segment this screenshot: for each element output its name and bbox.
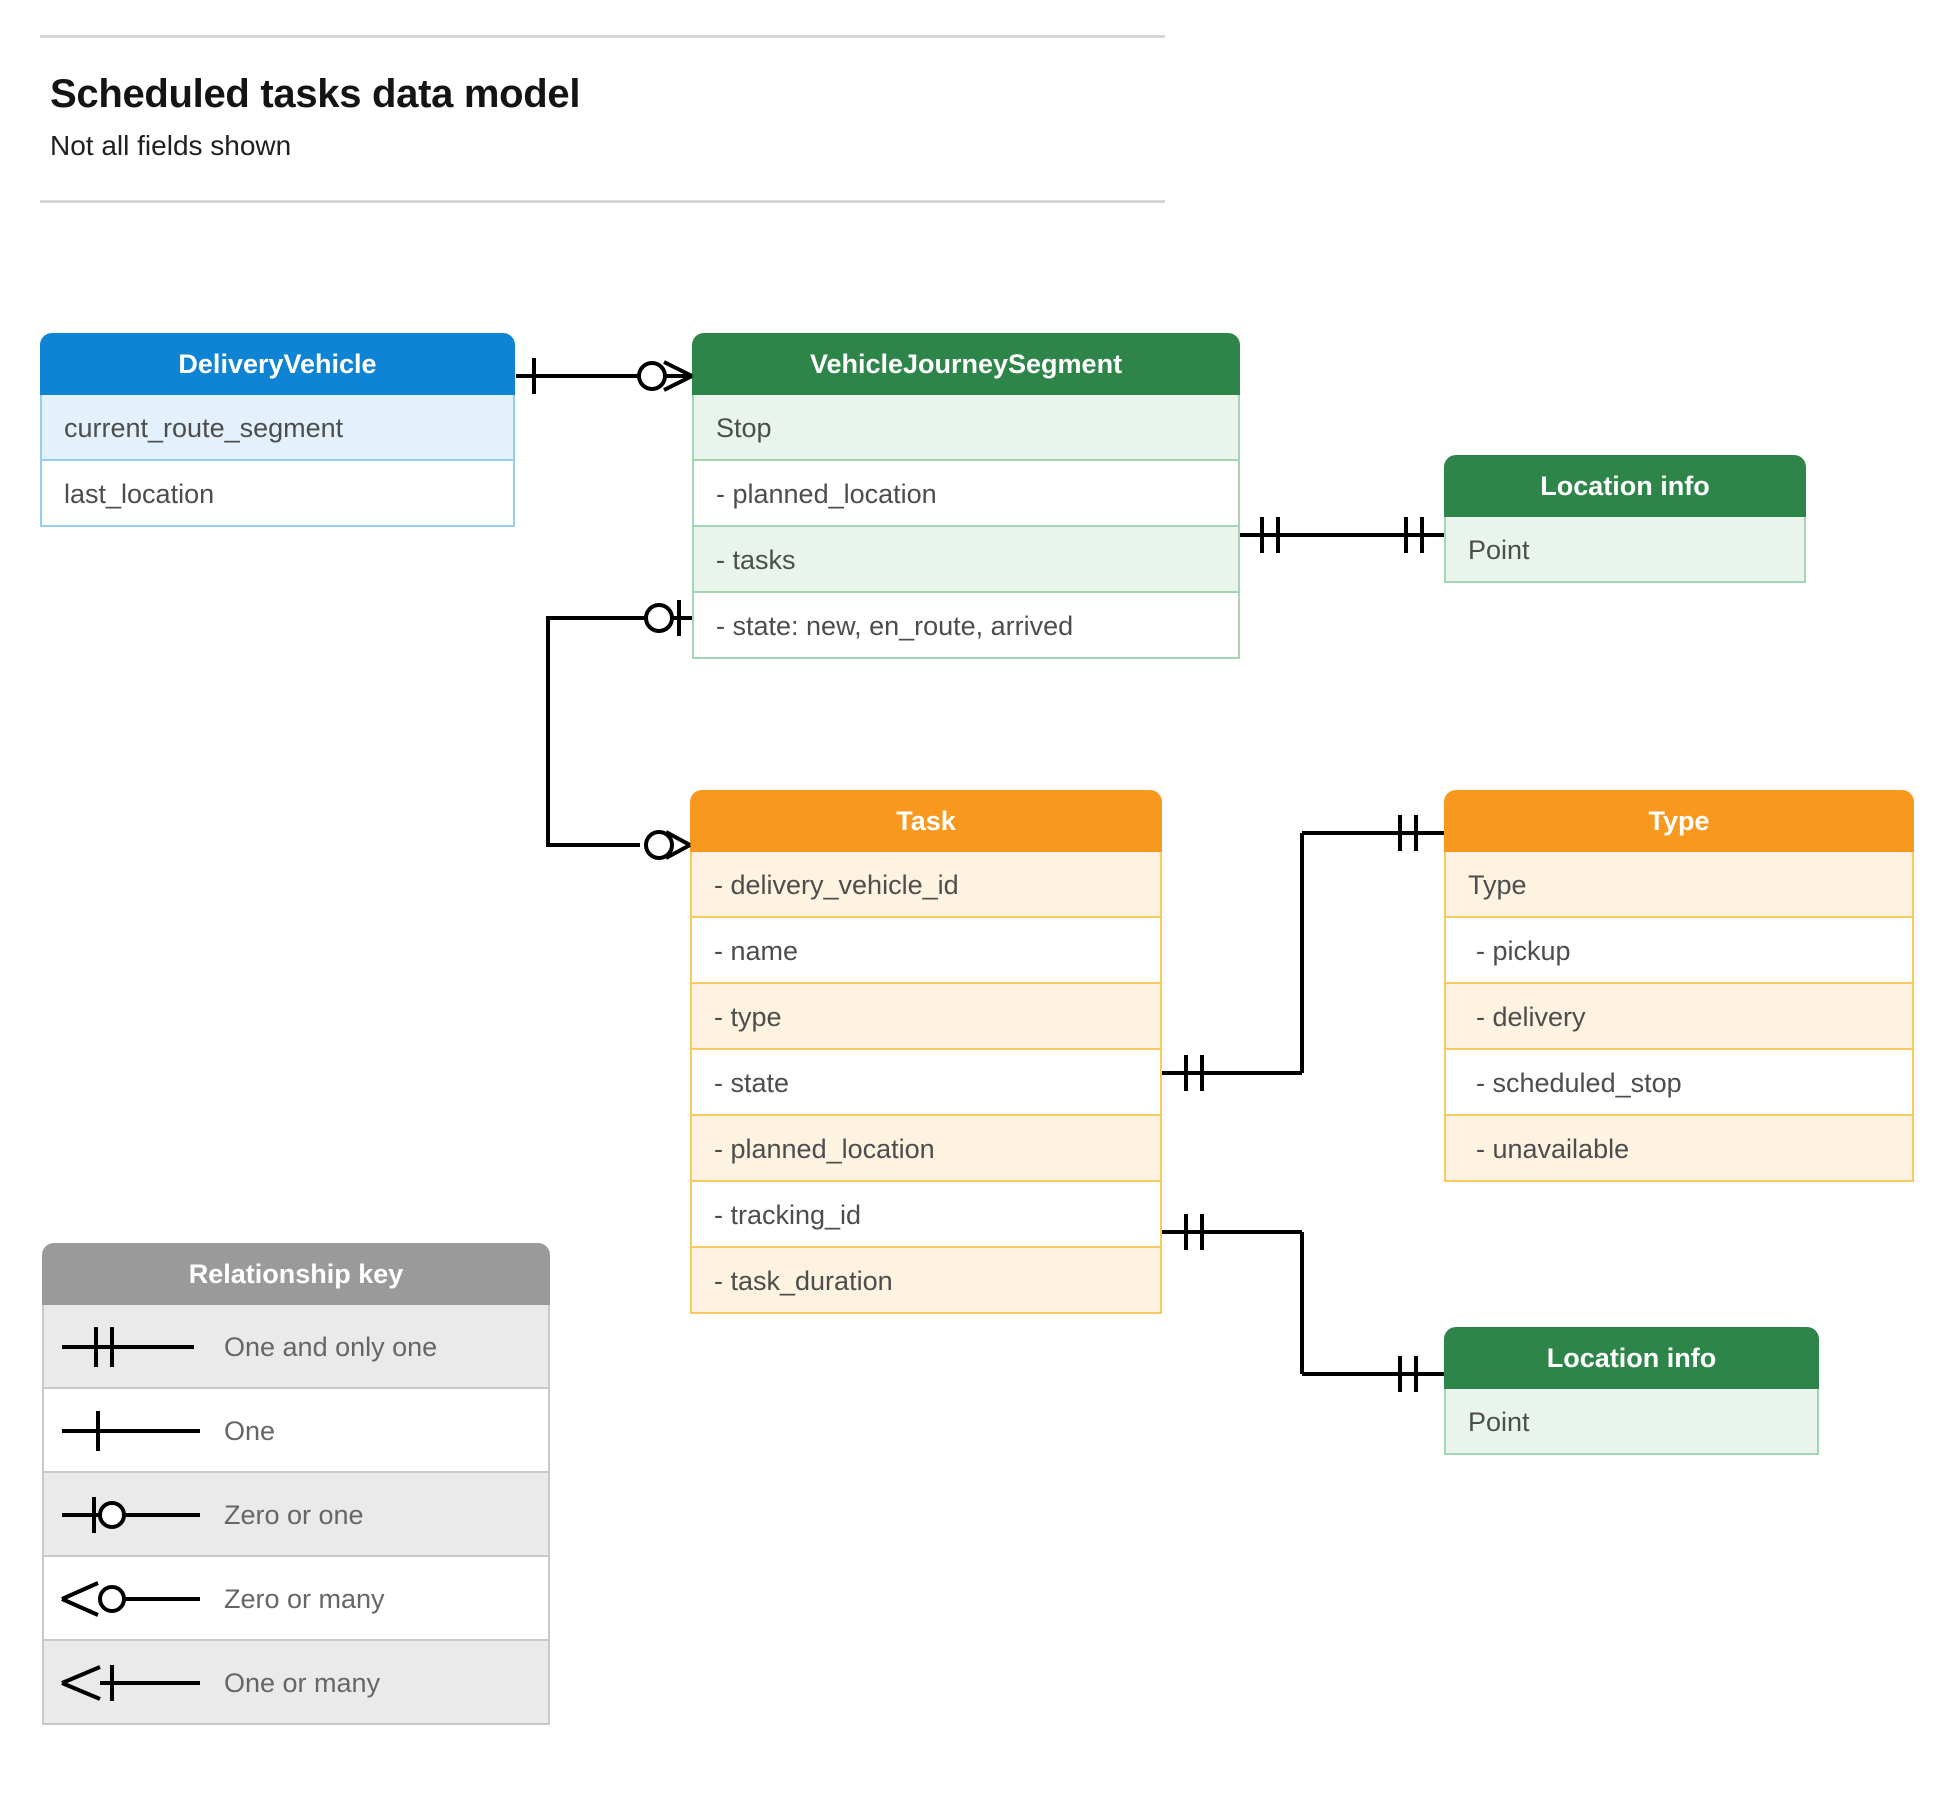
entity-vehicle-journey-segment-row-2: - tasks — [692, 527, 1240, 593]
entity-delivery-vehicle-title: DeliveryVehicle — [40, 333, 515, 395]
entity-task-row-2: - type — [690, 984, 1162, 1050]
connector-delivery-vehicle-to-journey-segment — [516, 358, 693, 394]
entity-delivery-vehicle[interactable]: DeliveryVehicle current_route_segment la… — [40, 333, 515, 527]
entity-vehicle-journey-segment-row-0: Stop — [692, 395, 1240, 461]
zero-or-one-icon — [54, 1473, 204, 1555]
entity-task-row-6: - task_duration — [690, 1248, 1162, 1314]
connector-journey-planned-location-to-location-info — [1240, 517, 1444, 553]
entity-type-row-2: - delivery — [1444, 984, 1914, 1050]
entity-location-info-bottom-row-0: Point — [1444, 1389, 1819, 1455]
legend-label-zero-or-many: Zero or many — [224, 1584, 385, 1614]
header-rule-top — [40, 35, 1165, 38]
entity-vehicle-journey-segment[interactable]: VehicleJourneySegment Stop - planned_loc… — [692, 333, 1240, 659]
entity-task[interactable]: Task - delivery_vehicle_id - name - type… — [690, 790, 1162, 1314]
entity-task-row-0: - delivery_vehicle_id — [690, 852, 1162, 918]
zero-or-many-icon — [54, 1557, 204, 1639]
entity-type-row-4: - unavailable — [1444, 1116, 1914, 1182]
legend-row-one-and-only-one: One and only one — [42, 1305, 550, 1389]
page-subtitle: Not all fields shown — [50, 130, 292, 161]
entity-task-title: Task — [690, 790, 1162, 852]
one-or-many-icon — [54, 1641, 204, 1723]
entity-type-row-1: - pickup — [1444, 918, 1914, 984]
entity-task-row-5: - tracking_id — [690, 1182, 1162, 1248]
legend-row-zero-or-many: Zero or many — [42, 1557, 550, 1641]
entity-delivery-vehicle-row-1: last_location — [40, 461, 515, 527]
entity-location-info-bottom[interactable]: Location info Point — [1444, 1327, 1819, 1455]
page-title: Scheduled tasks data model — [50, 72, 581, 116]
connector-journey-tasks-to-task — [546, 600, 692, 860]
entity-location-info-top[interactable]: Location info Point — [1444, 455, 1806, 583]
entity-location-info-top-row-0: Point — [1444, 517, 1806, 583]
entity-type-title: Type — [1444, 790, 1914, 852]
one-icon — [54, 1389, 204, 1471]
entity-type-row-0: Type — [1444, 852, 1914, 918]
entity-type-row-3: - scheduled_stop — [1444, 1050, 1914, 1116]
one-and-only-one-icon — [54, 1305, 204, 1387]
connector-task-planned-location-to-location-info — [1162, 1214, 1444, 1392]
legend-label-one: One — [224, 1416, 276, 1446]
entity-task-row-3: - state — [690, 1050, 1162, 1116]
entity-type[interactable]: Type Type - pickup - delivery - schedule… — [1444, 790, 1914, 1182]
relationship-key-legend[interactable]: Relationship key One and only one One — [42, 1243, 550, 1725]
entity-vehicle-journey-segment-title: VehicleJourneySegment — [692, 333, 1240, 395]
legend-label-one-and-only-one: One and only one — [224, 1332, 438, 1362]
entity-vehicle-journey-segment-row-1: - planned_location — [692, 461, 1240, 527]
legend-row-one: One — [42, 1389, 550, 1473]
entity-task-row-1: - name — [690, 918, 1162, 984]
entity-location-info-top-title: Location info — [1444, 455, 1806, 517]
legend-row-zero-or-one: Zero or one — [42, 1473, 550, 1557]
legend-row-one-or-many: One or many — [42, 1641, 550, 1725]
entity-vehicle-journey-segment-row-3: - state: new, en_route, arrived — [692, 593, 1240, 659]
header-rule-bottom — [40, 200, 1165, 203]
relationship-key-title: Relationship key — [42, 1243, 550, 1305]
entity-task-row-4: - planned_location — [690, 1116, 1162, 1182]
legend-label-zero-or-one: Zero or one — [224, 1500, 364, 1530]
entity-delivery-vehicle-row-0: current_route_segment — [40, 395, 515, 461]
legend-label-one-or-many: One or many — [224, 1668, 381, 1698]
connector-task-type-to-type — [1162, 815, 1444, 1091]
entity-location-info-bottom-title: Location info — [1444, 1327, 1819, 1389]
